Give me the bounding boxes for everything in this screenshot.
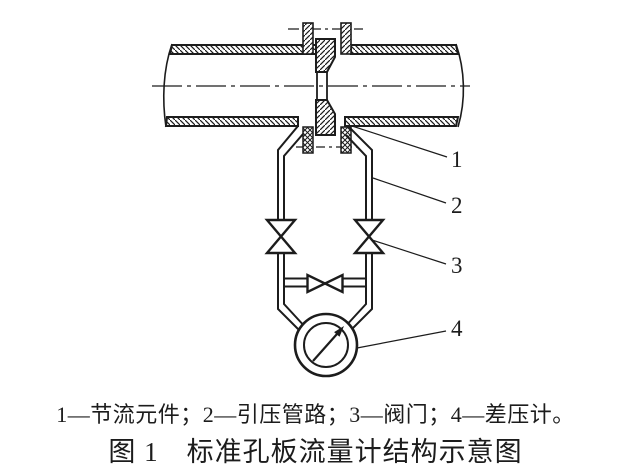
bypass-valve-icon (306, 273, 344, 294)
impulse-lines (277, 125, 373, 335)
callout-leader-3 (371, 239, 447, 265)
orifice-plate-upper (315, 38, 336, 73)
differential-pressure-gauge-icon (293, 312, 359, 378)
pipe (162, 43, 465, 128)
callout-number-4: 4 (451, 316, 463, 341)
callout-leader-2 (372, 177, 447, 204)
flange-tap-left (302, 22, 314, 55)
callout-leaders (351, 125, 448, 349)
valves (264, 218, 386, 294)
valve-right-bottom-triangle (352, 234, 386, 255)
orifice-plate-lower (315, 99, 336, 136)
callout-number-2: 2 (451, 193, 463, 218)
pipe-wall-bottom-left (164, 116, 299, 127)
impulse-line-left-lower-inner (283, 253, 308, 330)
flange-tap-right (340, 22, 352, 55)
pipe-break-line-right (455, 43, 465, 128)
bypass-valve-right-triangle (322, 273, 344, 294)
impulse-line-right-inner (345, 134, 367, 220)
impulse-line-left-inner (283, 133, 304, 220)
callout-number-3: 3 (451, 253, 463, 278)
callout-leader-1 (351, 125, 448, 158)
pipe-break-line-left (162, 43, 173, 128)
figure-caption: 图 1 标准孔板流量计结构示意图 (108, 437, 523, 467)
valve-right-top-triangle (352, 218, 386, 239)
callout-leader-4 (356, 330, 447, 349)
orifice-plate (315, 38, 336, 136)
gasket-left (302, 126, 314, 154)
bypass-valve-left-triangle (306, 273, 328, 294)
impulse-line-left-lower-outer (277, 253, 304, 335)
impulse-line-right-lower-inner (342, 253, 367, 330)
callout-number-1: 1 (451, 147, 463, 172)
valve-right-icon (352, 218, 386, 255)
callout-numbers: 1 2 3 4 (451, 147, 463, 341)
valve-left-bottom-triangle (264, 234, 298, 255)
gauge-needle (312, 326, 344, 362)
pipe-wall-top-right (350, 44, 460, 55)
figure-legend: 1—节流元件；2—引压管路；3—阀门；4—差压计。 (56, 402, 575, 427)
valve-left-icon (264, 218, 298, 255)
impulse-line-right-lower-outer (346, 253, 373, 335)
impulse-line-left-outer (277, 125, 299, 220)
impulse-line-right-outer (348, 126, 373, 220)
bypass-line (284, 277, 366, 288)
pipe-wall-top-left (168, 44, 317, 55)
flange-taps (302, 22, 352, 55)
valve-left-top-triangle (264, 218, 298, 239)
pipe-wall-bottom-right (344, 116, 460, 127)
flowmeter-diagram: 1 2 3 4 (152, 22, 470, 378)
